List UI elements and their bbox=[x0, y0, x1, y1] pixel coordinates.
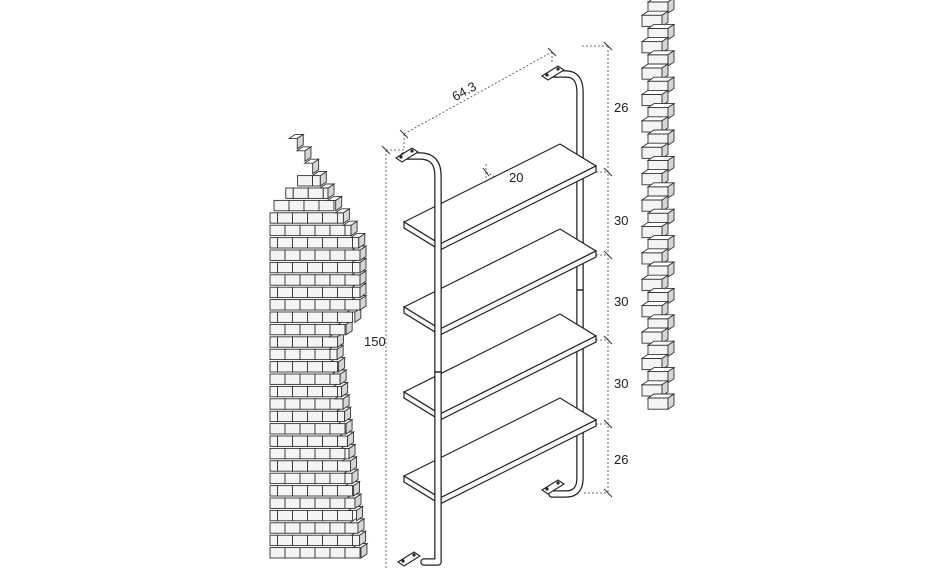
spacing-tick-4 bbox=[603, 419, 613, 429]
shelf-board bbox=[402, 228, 598, 337]
width-label: 64.3 bbox=[449, 79, 478, 104]
brick-wall-left bbox=[269, 133, 369, 559]
spacing-label-4: 30 bbox=[614, 376, 628, 391]
flange-front-top bbox=[394, 147, 420, 163]
brick-wall-right bbox=[640, 0, 676, 411]
spacing-label-5: 26 bbox=[614, 452, 628, 467]
flange-back-top bbox=[540, 65, 566, 81]
flange-front-bottom bbox=[396, 551, 422, 567]
width-dimension-line bbox=[403, 51, 553, 135]
spacing-tick-2 bbox=[603, 250, 613, 260]
depth-label: 20 bbox=[509, 170, 523, 185]
shelf-unit bbox=[394, 65, 598, 567]
shelves bbox=[402, 143, 598, 506]
shelf-board bbox=[402, 143, 598, 252]
shelf-board bbox=[402, 313, 598, 422]
spacing-label-1: 26 bbox=[614, 100, 628, 115]
spacing-label-2: 30 bbox=[614, 213, 628, 228]
spacing-tick-3 bbox=[603, 335, 613, 345]
spacing-tick-1 bbox=[603, 167, 613, 177]
flange-back-bottom bbox=[540, 479, 566, 495]
spacing-tick-5 bbox=[603, 488, 613, 498]
spacing-label-3: 30 bbox=[614, 294, 628, 309]
height-label: 150 bbox=[364, 334, 386, 349]
